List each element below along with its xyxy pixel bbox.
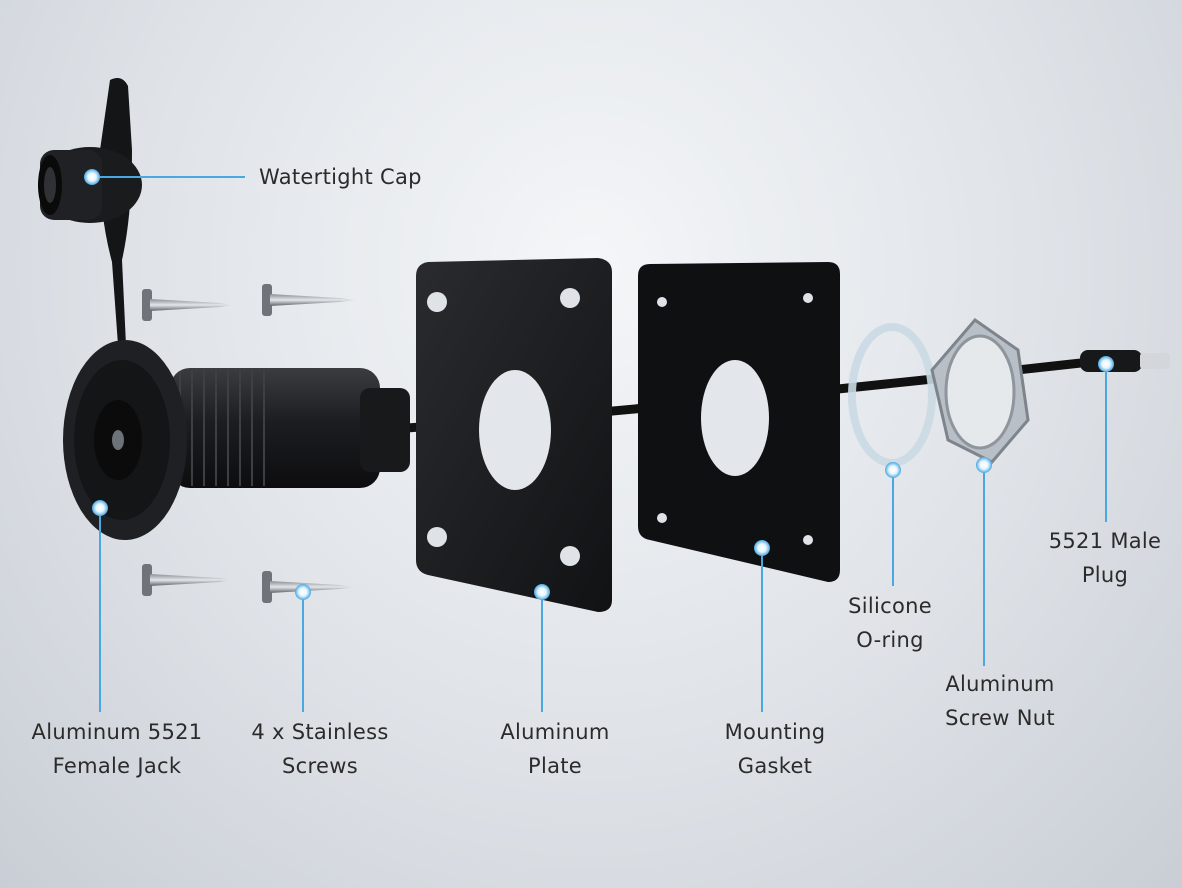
marker-dot <box>84 169 100 185</box>
marker-dot <box>976 457 992 473</box>
marker-dot <box>295 584 311 600</box>
screw-nut-part <box>930 317 1030 464</box>
mounting-gasket-part <box>638 262 840 582</box>
female-jack-part <box>63 340 410 540</box>
watertight-cap-part <box>38 78 142 345</box>
marker-dot <box>885 462 901 478</box>
screws-part <box>142 284 356 603</box>
leader-lines <box>92 176 1107 712</box>
marker-dot <box>754 540 770 556</box>
male-plug-part <box>1080 350 1170 372</box>
marker-dot <box>92 500 108 516</box>
marker-dot <box>534 584 550 600</box>
silicone-oring-part <box>848 323 936 467</box>
aluminum-plate-part <box>416 258 612 612</box>
marker-dot <box>1098 356 1114 372</box>
label-watertight-cap: Watertight Cap <box>259 165 422 189</box>
marker-dots <box>84 169 1114 600</box>
